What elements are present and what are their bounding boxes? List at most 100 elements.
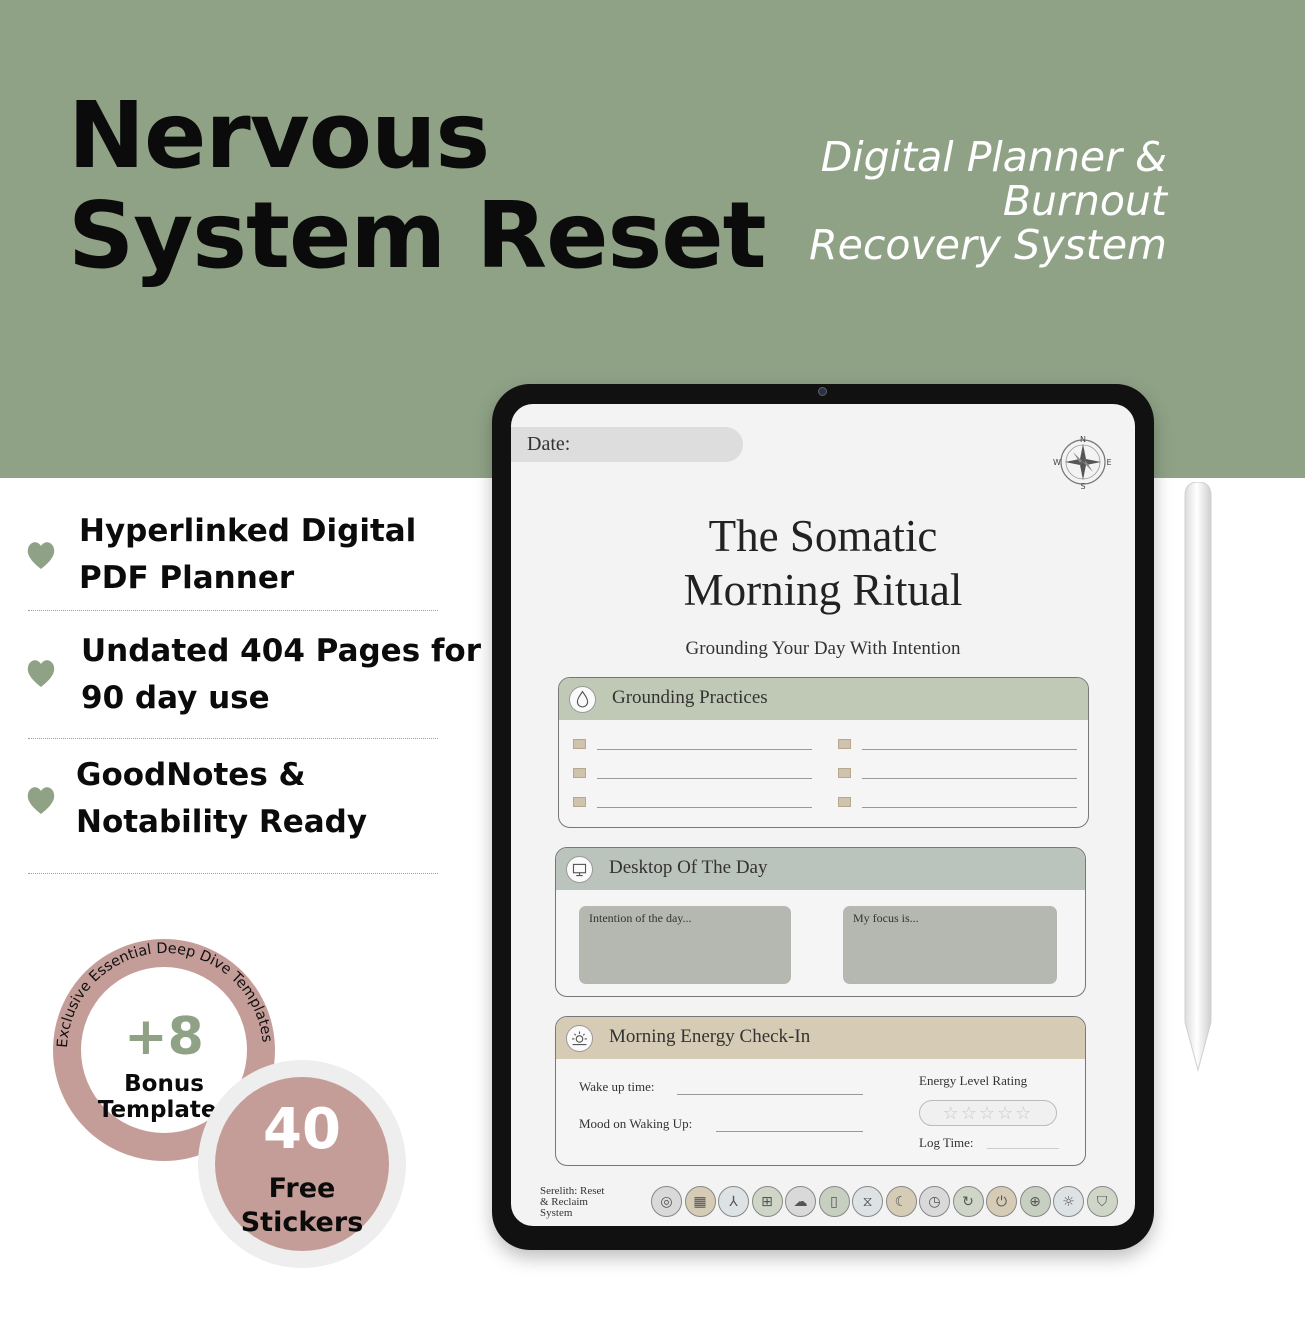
brand-line: System (540, 1207, 573, 1219)
title-line-2: System Reset (68, 182, 767, 289)
feature-item: Undated 404 Pages for 90 day use (24, 628, 481, 728)
wake-input[interactable] (677, 1094, 863, 1095)
yoga-icon[interactable]: ⅄ (718, 1186, 749, 1217)
brand-label: Serelith: Reset & Reclaim System (540, 1186, 604, 1219)
checkbox[interactable] (838, 768, 851, 778)
refresh-icon[interactable]: ↻ (952, 1186, 984, 1217)
grounding-label: Grounding Practices (612, 687, 768, 708)
checklist-line[interactable] (862, 807, 1077, 808)
checklist-line[interactable] (597, 749, 812, 750)
monitor-icon (566, 856, 593, 883)
hourglass-icon[interactable]: ⧖ (852, 1186, 883, 1217)
checklist-line[interactable] (862, 778, 1077, 779)
intention-box[interactable]: Intention of the day... (579, 906, 791, 984)
section-header: Grounding Practices (559, 678, 1088, 720)
section-header: Desktop Of The Day (556, 848, 1085, 890)
grid-icon[interactable]: ⊞ (751, 1186, 783, 1217)
stickers-label-1: Free (268, 1173, 336, 1204)
clock-icon[interactable]: ◷ (919, 1186, 950, 1217)
battery-icon[interactable]: ▯ (818, 1186, 850, 1217)
feature-line: Notability Ready (76, 804, 368, 840)
compass-e: E (1106, 458, 1111, 467)
compass-icon[interactable]: ⊕ (1019, 1186, 1051, 1217)
tablet-device: Date: N E S W The Somatic Morning Ritual… (492, 384, 1154, 1250)
focus-placeholder: My focus is... (853, 911, 919, 925)
subtitle-line-2: Burnout (1002, 177, 1167, 225)
desktop-label: Desktop Of The Day (609, 857, 768, 878)
feature-text: GoodNotes & Notability Ready (76, 752, 367, 846)
planner-subtitle: Grounding Your Day With Intention (685, 638, 961, 659)
divider (28, 873, 438, 874)
compass-n: N (1080, 435, 1086, 444)
stickers-count: 40 (263, 1097, 341, 1162)
focus-box[interactable]: My focus is... (843, 906, 1057, 984)
feature-item: GoodNotes & Notability Ready (24, 752, 444, 852)
shield-icon[interactable]: ⛉ (1086, 1186, 1118, 1217)
intention-placeholder: Intention of the day... (589, 911, 692, 925)
feature-item: Hyperlinked Digital PDF Planner (24, 508, 444, 608)
heart-icon (27, 542, 55, 569)
mood-label: Mood on Waking Up: (579, 1116, 693, 1131)
compass-w: W (1053, 458, 1061, 467)
navigation-bar: ◎▦⅄⊞☁▯⧖☾◷↻⏻⊕☼⛉ (651, 1186, 1126, 1220)
badge-inner: 40 Free Stickers (215, 1077, 389, 1251)
page-subtitle: Digital Planner & Burnout Recovery Syste… (747, 135, 1167, 267)
cloud-icon[interactable]: ☁ (785, 1186, 816, 1217)
desktop-section: Desktop Of The Day Intention of the day.… (555, 847, 1086, 997)
wake-label: Wake up time: (579, 1079, 655, 1094)
subtitle-line-1: Digital Planner & (820, 133, 1167, 181)
log-time-label: Log Time: (919, 1135, 974, 1150)
divider (28, 738, 438, 739)
checkbox[interactable] (838, 739, 851, 749)
free-stickers-badge: 40 Free Stickers (198, 1060, 406, 1268)
feature-text: Undated 404 Pages for 90 day use (81, 628, 481, 722)
camera-dot (818, 387, 827, 396)
stickers-label-2: Stickers (240, 1207, 364, 1238)
rating-label: Energy Level Rating (919, 1073, 1028, 1088)
checkbox[interactable] (573, 768, 586, 778)
moon-icon[interactable]: ☾ (885, 1186, 917, 1217)
badge-arc: Exclusive Essential Deep Dive Templates (55, 941, 275, 1049)
log-time-input[interactable] (987, 1148, 1059, 1149)
energy-stars[interactable]: ☆☆☆☆☆ (919, 1100, 1057, 1126)
feature-text: Hyperlinked Digital PDF Planner (79, 508, 416, 602)
section-header: Morning Energy Check-In (556, 1017, 1085, 1059)
mood-input[interactable] (716, 1131, 863, 1132)
sunrise-icon[interactable]: ☼ (1053, 1186, 1084, 1217)
bonus-label-1: Bonus (124, 1071, 204, 1097)
drop-icon (569, 686, 596, 713)
energy-section: Morning Energy Check-In (555, 1016, 1086, 1166)
divider (28, 610, 438, 611)
planner-title-line-2: Morning Ritual (683, 565, 963, 615)
checkbox[interactable] (573, 739, 586, 749)
badge-arc-text: Exclusive Essential Deep Dive Templates (55, 941, 275, 1049)
checklist-line[interactable] (862, 749, 1077, 750)
checkbox[interactable] (573, 797, 586, 807)
bonus-templates-badge: +8 Bonus Templates Exclusive Essential D… (53, 939, 275, 1161)
calendar-icon[interactable]: ▦ (684, 1186, 716, 1217)
sun-icon (566, 1025, 593, 1052)
target-icon[interactable]: ◎ (651, 1186, 682, 1217)
stylus-pencil (1184, 482, 1212, 1072)
date-field[interactable]: Date: (511, 427, 743, 462)
subtitle-line-3: Recovery System (809, 221, 1167, 269)
feature-line: PDF Planner (79, 560, 295, 596)
planner-page: Date: N E S W The Somatic Morning Ritual… (511, 404, 1135, 1226)
planner-title-line-1: The Somatic (708, 511, 938, 561)
checklist-line[interactable] (597, 807, 812, 808)
title-line-1: Nervous (68, 82, 490, 189)
compass-icon[interactable]: N E S W (1053, 434, 1113, 490)
power-icon[interactable]: ⏻ (986, 1186, 1017, 1217)
energy-label: Morning Energy Check-In (609, 1026, 811, 1047)
checkbox[interactable] (838, 797, 851, 807)
compass-s: S (1080, 482, 1085, 490)
date-label: Date: (527, 433, 571, 455)
brand-line: Serelith: Reset (540, 1185, 605, 1197)
heart-icon (27, 787, 55, 814)
heart-icon (27, 660, 55, 687)
feature-line: Hyperlinked Digital (79, 513, 417, 549)
feature-line: GoodNotes & (76, 757, 306, 793)
grounding-section: Grounding Practices (558, 677, 1089, 828)
checklist-line[interactable] (597, 778, 812, 779)
brand-line: & Reclaim (540, 1196, 588, 1208)
